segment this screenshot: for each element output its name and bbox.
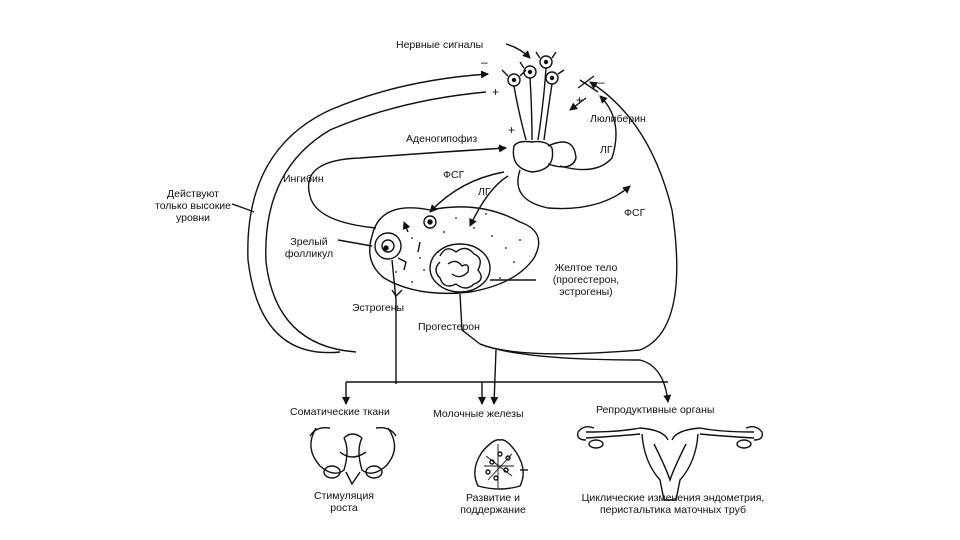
plus-sign: + (508, 123, 515, 137)
minus-sign: – (481, 55, 488, 69)
fsh-to-ovary-arrow (429, 171, 505, 213)
hypothalamic-neurons-icon (501, 51, 565, 141)
ovary-stipple (395, 213, 521, 283)
mammary-gland-icon (474, 439, 528, 490)
plus-sign: + (576, 93, 583, 107)
progesterone-line (459, 293, 481, 345)
minus-sign: – (598, 75, 605, 89)
corpus-luteum-label: Желтое тело (прогестерон, эстрогены) (552, 262, 620, 298)
high-levels-only-label: Действуют только высокие уровни (155, 188, 231, 224)
development-support-label: Развитие и поддержание (460, 492, 526, 516)
corpus-luteum-icon (429, 243, 491, 293)
lh-center-label: ЛГ (478, 186, 491, 198)
estrogens-label: Эстрогены (352, 302, 405, 314)
lh-top-label: ЛГ (600, 144, 613, 156)
ovary-shape (369, 206, 540, 295)
minus-sign: – (498, 139, 505, 153)
somatic-tissues-label: Соматические ткани (290, 406, 390, 418)
cyclic-changes-label: Циклические изменения эндометрия, перист… (581, 492, 765, 516)
lh-to-ovary-arrow (469, 175, 509, 227)
fsh-center-label: ФСГ (443, 169, 465, 181)
luliberin-arrow (569, 97, 587, 111)
progesterone-loop (479, 81, 678, 355)
mature-follicle-label: Зрелый фолликул (284, 236, 334, 260)
mature-follicle-icon (374, 232, 402, 260)
fsh-arrow-right (517, 169, 631, 210)
adenohypophysis-label: Аденогипофиз (406, 133, 478, 145)
inhibin-loop (308, 144, 507, 197)
luliberin-label: Люлиберин (590, 113, 646, 125)
mammary-glands-label: Молочные железы (433, 408, 524, 420)
uterus-icon (576, 425, 764, 501)
pelvis-icon (309, 426, 397, 486)
progesterone-label: Прогестерон (418, 321, 480, 333)
plus-sign: + (492, 85, 499, 99)
nerve-signals-label: Нервные сигналы (396, 39, 484, 51)
adenohypophysis-shape (512, 140, 554, 173)
fsh-right-label: ФСГ (624, 207, 646, 219)
nerve-signal-arrow (505, 43, 531, 59)
growth-stimulation-label: Стимуляция роста (314, 490, 374, 514)
reproductive-organs-label: Репродуктивные органы (596, 404, 715, 416)
outer-estrogen-loop (247, 70, 489, 354)
lh-arrow-right (559, 95, 617, 171)
estrogen-tick (397, 257, 407, 271)
inhibin-label: Ингибин (283, 173, 324, 185)
